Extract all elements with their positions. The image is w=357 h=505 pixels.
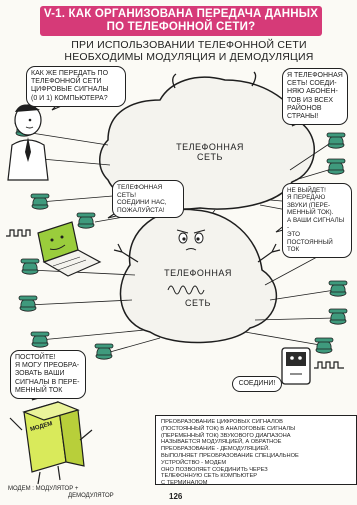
explanation-box: ПРЕОБРАЗОВАНИЕ ЦИФРОВЫХ СИГНАЛОВ (ПОСТОЯ… (155, 415, 357, 486)
speech-bubble-network: Я ТЕЛЕФОННАЯ СЕТЬ! СОЕДИ- НЯЮ АБОНЕН- ТО… (282, 68, 348, 126)
speech-bubble-terminal: СОЕДИНИ! (232, 376, 282, 393)
title-line-1: V-1. КАК ОРГАНИЗОВАНА ПЕРЕДАЧА ДАННЫХ (43, 8, 319, 20)
title-banner: V-1. КАК ОРГАНИЗОВАНА ПЕРЕДАЧА ДАННЫХ ПО… (40, 6, 322, 36)
digital-signal-right (314, 361, 344, 369)
network-wires-middle (27, 249, 336, 353)
modem-box (9, 401, 93, 485)
title-line-2: ПО ТЕЛЕФОННОЙ СЕТИ? (106, 21, 256, 33)
modem-caption: МОДЕМ : МОДУЛЯТОР + ДЕМОДУЛЯТОР (8, 486, 114, 499)
computer-figure (37, 221, 102, 277)
subtitle-line-2: НЕОБХОДИМЫ МОДУЛЯЦИЯ И ДЕМОДУЛЯЦИЯ (64, 51, 314, 63)
digital-signal-left (6, 229, 31, 237)
page-number: 126 (169, 492, 183, 501)
subtitle: ПРИ ИСПОЛЬЗОВАНИИ ТЕЛЕФОННОЙ СЕТИ НЕОБХО… (44, 39, 334, 63)
speech-bubble-man: КАК ЖЕ ПЕРЕДАТЬ ПО ТЕЛЕФОННОЙ СЕТИ ЦИФРО… (26, 66, 126, 107)
speech-bubble-computer: ТЕЛЕФОННАЯ СЕТЬ! СОЕДИНИ НАС, ПОЖАЛУЙСТА… (112, 180, 184, 219)
network-blob-middle (113, 208, 281, 344)
terminal-figure (281, 347, 311, 385)
network-label-middle: ТЕЛЕФОННАЯ СЕТЬ (164, 268, 232, 308)
subtitle-line-1: ПРИ ИСПОЛЬЗОВАНИИ ТЕЛЕФОННОЙ СЕТИ (71, 39, 307, 51)
man-figure (7, 104, 49, 181)
network-label-top: ТЕЛЕФОННАЯ СЕТЬ (176, 142, 244, 162)
speech-bubble-modem: ПОСТОЙТЕ! Я МОГУ ПРЕОБРА- ЗОВАТЬ ВАШИ СИ… (10, 350, 86, 400)
speech-bubble-network-reply: НЕ ВЫЙДЕТ! Я ПЕРЕДАЮ ЗВУКИ (ПЕРЕ- МЕННЫЙ… (282, 183, 352, 258)
